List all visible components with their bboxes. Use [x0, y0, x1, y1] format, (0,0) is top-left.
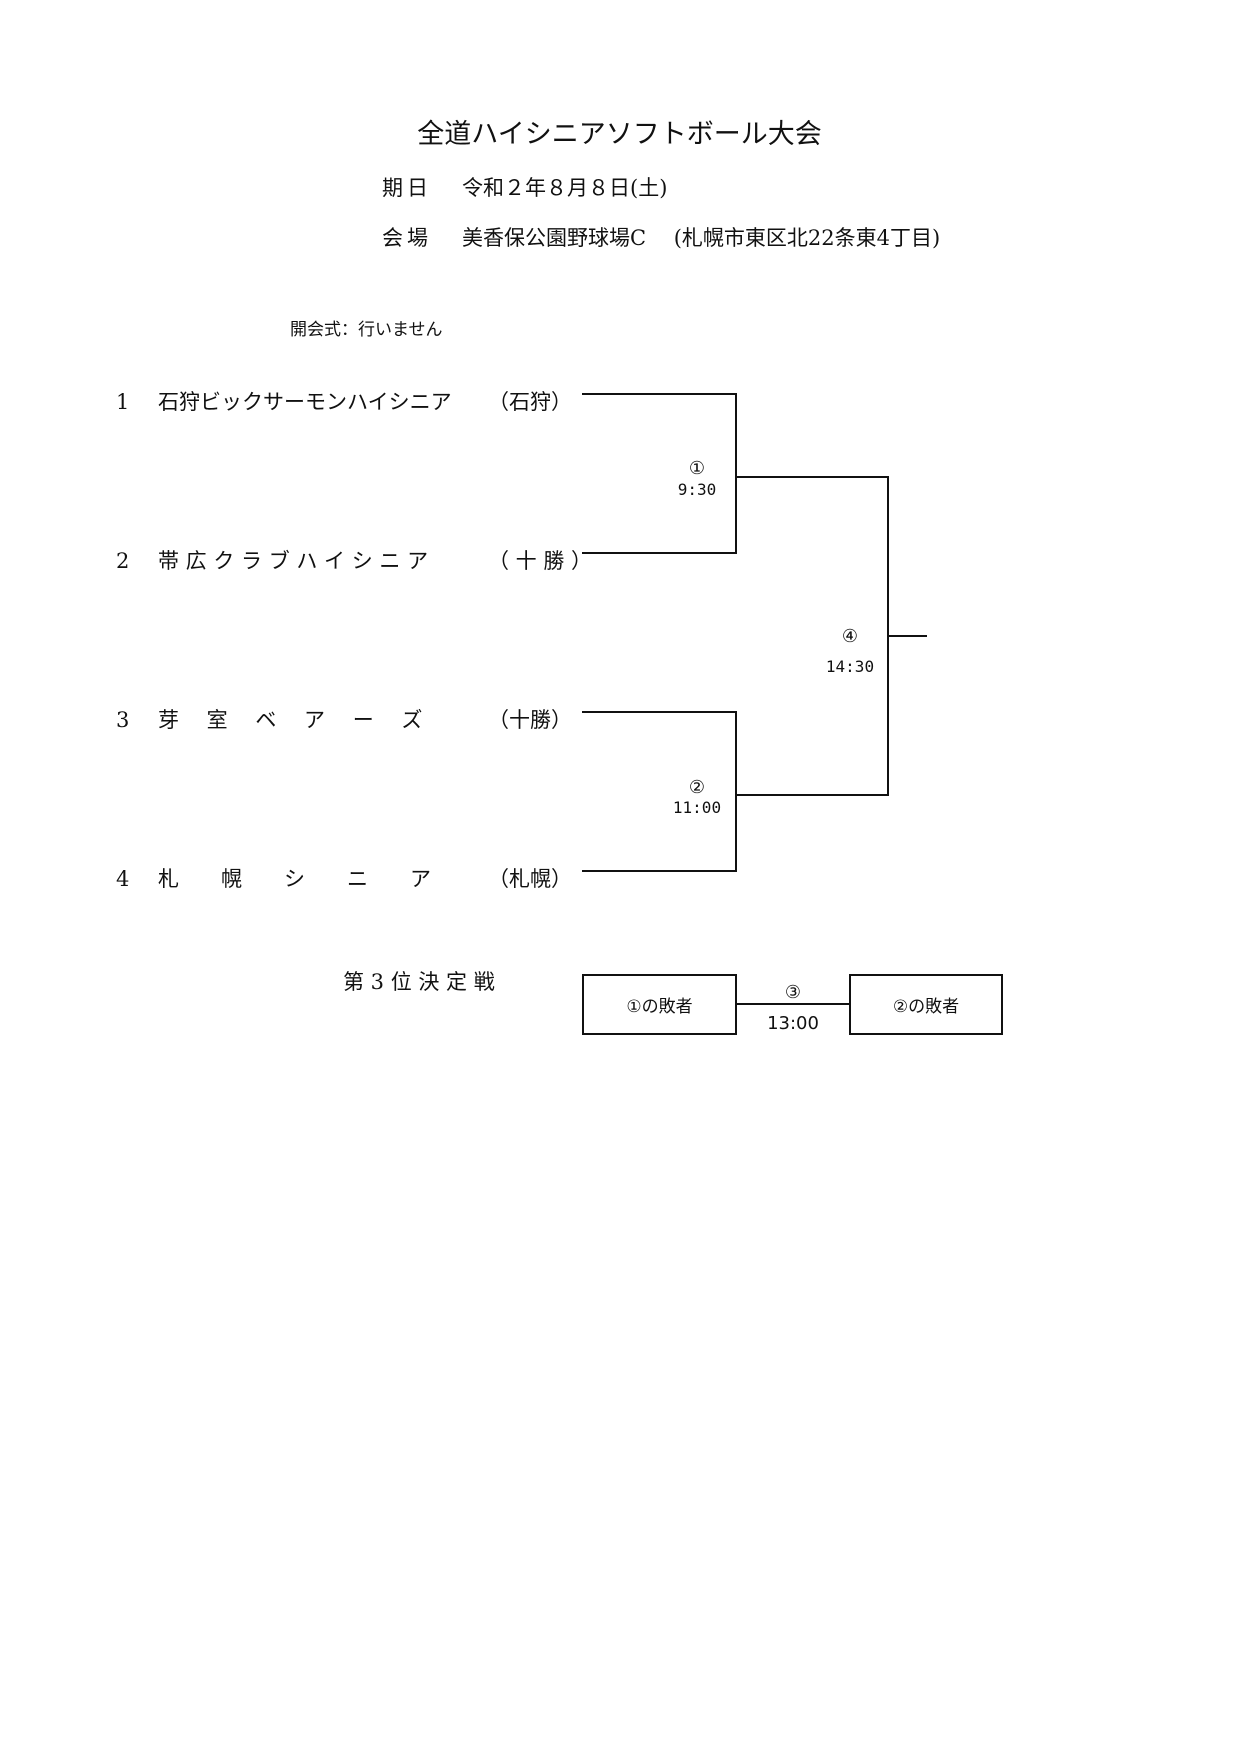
team-name: 石狩ビックサーモンハイシニア: [158, 390, 452, 414]
match-2-number: ②: [688, 777, 706, 798]
match-1-time: 9:30: [677, 480, 717, 499]
team-row-3: 3 芽 室 ベ ア ー ズ （十勝）: [116, 704, 572, 734]
third-place-time: 13:00: [767, 1013, 819, 1034]
match-2-time: 11:00: [672, 798, 722, 817]
team-region: （札幌）: [488, 867, 572, 891]
page-title: 全道ハイシニアソフトボール大会: [0, 112, 1239, 151]
team-number: 3: [116, 708, 130, 732]
bracket-line-team4: [582, 870, 737, 872]
team-number: 1: [116, 390, 130, 414]
team-name: 芽 室 ベ ア ー ズ: [158, 708, 423, 732]
team-row-4: 4 札 幌 シ ニ ア （札幌）: [116, 863, 572, 893]
bracket-line-match2-out: [735, 794, 889, 796]
third-place-right-text: ②の敗者: [892, 997, 960, 1017]
bracket-line-match1-out: [735, 476, 889, 478]
third-place-left-text: ①の敗者: [626, 997, 693, 1017]
date-row: 期日 令和２年８月８日(土): [382, 172, 667, 202]
page-title-text: 全道ハイシニアソフトボール大会: [417, 119, 822, 150]
team-row-1: 1 石狩ビックサーモンハイシニア （石狩）: [116, 386, 572, 416]
third-place-label: 第 3 位 決 定 戦: [343, 970, 495, 994]
third-place-number: ③: [784, 982, 802, 1003]
team-number: 4: [116, 867, 130, 891]
match-4-time: 14:30: [825, 657, 875, 676]
team-name: 札 幌 シ ニ ア: [158, 867, 431, 891]
date-label: 期日: [382, 176, 432, 200]
team-region: （ 十 勝 ）: [488, 549, 593, 573]
venue-row: 会場 美香保公園野球場C (札幌市東区北22条東4丁目): [382, 222, 940, 252]
venue-value: 美香保公園野球場C (札幌市東区北22条東4丁目): [462, 226, 941, 250]
third-place-right-box: ②の敗者: [849, 974, 1003, 1035]
ceremony-note: 開会式：行いません: [290, 320, 443, 340]
bracket-line-match1-vertical: [735, 393, 737, 554]
team-number: 2: [116, 549, 130, 573]
team-region: （十勝）: [488, 708, 572, 732]
third-place-connector: [737, 1003, 849, 1005]
match-4-number: ④: [841, 626, 859, 647]
bracket-line-match2-vertical: [735, 711, 737, 872]
bracket-line-team2: [582, 552, 737, 554]
bracket-line-team1: [582, 393, 737, 395]
team-name: 帯 広 ク ラ ブ ハ イ シ ニ ア: [158, 549, 429, 573]
team-row-2: 2 帯 広 ク ラ ブ ハ イ シ ニ ア （ 十 勝 ）: [116, 545, 592, 575]
team-region: （石狩）: [488, 390, 572, 414]
third-place-left-box: ①の敗者: [582, 974, 737, 1035]
bracket-line-final-out: [887, 635, 927, 637]
bracket-line-team3: [582, 711, 737, 713]
match-1-number: ①: [688, 458, 706, 479]
venue-label: 会場: [382, 226, 432, 250]
date-value: 令和２年８月８日(土): [462, 176, 668, 200]
